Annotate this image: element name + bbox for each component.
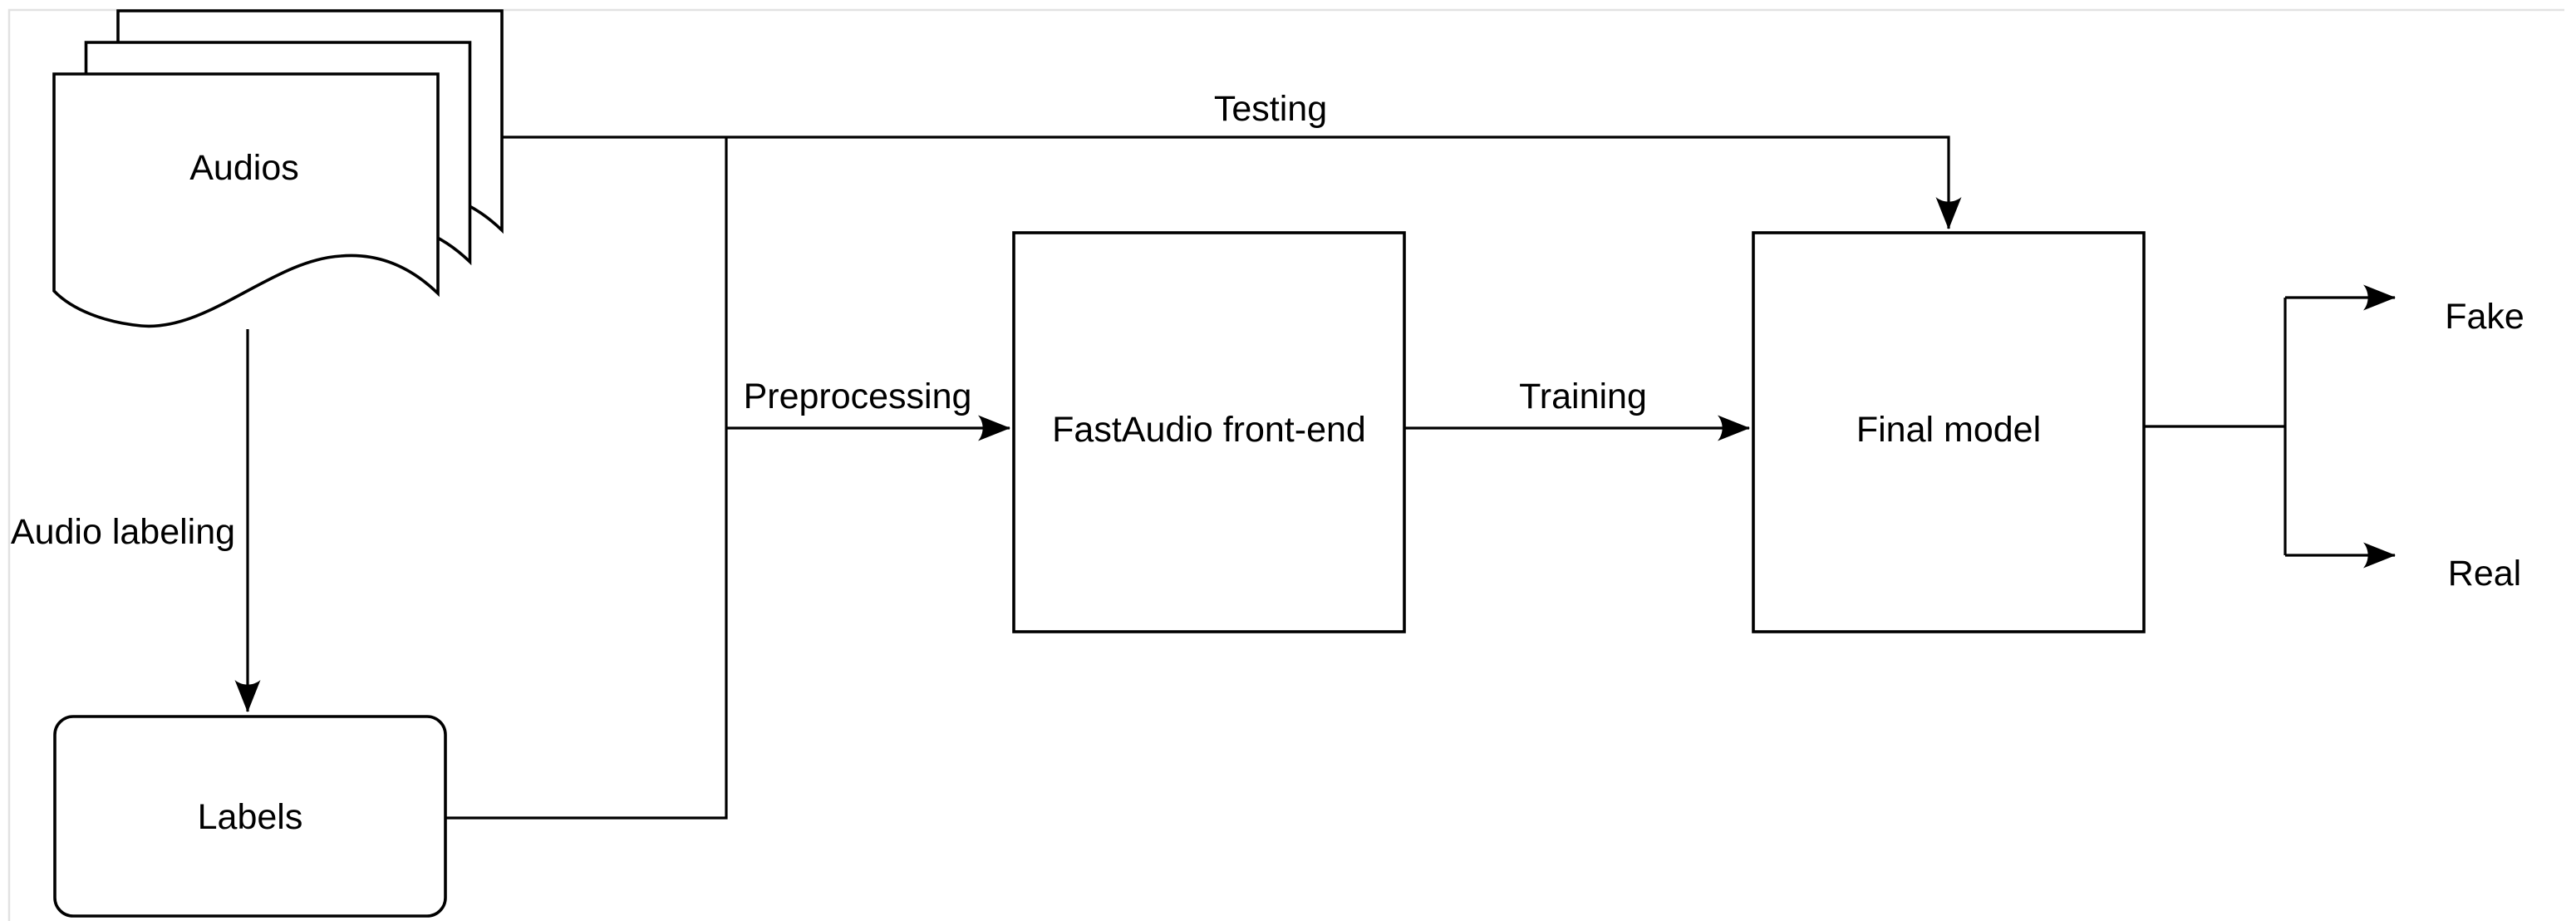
edge-output-fork: Fake Real (2144, 284, 2524, 593)
edge-audio-labeling: Audio labeling (11, 329, 261, 712)
node-labels-label: Labels (198, 797, 303, 837)
edge-labels-to-trunk-line (445, 137, 728, 820)
node-fastaudio: FastAudio front-end (1012, 231, 1406, 633)
edge-testing-line (502, 135, 1962, 229)
edge-training: Training (1404, 377, 1750, 441)
node-fastaudio-box (1012, 231, 1406, 633)
edge-preprocessing-label: Preprocessing (744, 377, 972, 416)
canvas-frame (7, 8, 2564, 921)
edge-preprocessing: Preprocessing (726, 377, 1010, 441)
edge-testing: Testing (502, 89, 1962, 229)
edge-testing-label: Testing (1214, 89, 1327, 129)
node-labels-box (53, 715, 447, 918)
node-final-model-box (1752, 231, 2146, 633)
node-final-model: Final model (1752, 231, 2146, 633)
output-real-label: Real (2448, 554, 2521, 593)
audios-document-front (52, 72, 440, 328)
node-labels: Labels (53, 715, 447, 918)
node-final-model-label: Final model (1856, 410, 2041, 450)
node-audios-label: Audios (189, 148, 298, 188)
output-fake-label: Fake (2445, 297, 2524, 337)
edge-audio-labeling-label: Audio labeling (11, 512, 235, 552)
edge-training-label: Training (1519, 377, 1647, 416)
node-fastaudio-label: FastAudio front-end (1052, 410, 1366, 450)
node-audios: Audios (52, 9, 504, 328)
